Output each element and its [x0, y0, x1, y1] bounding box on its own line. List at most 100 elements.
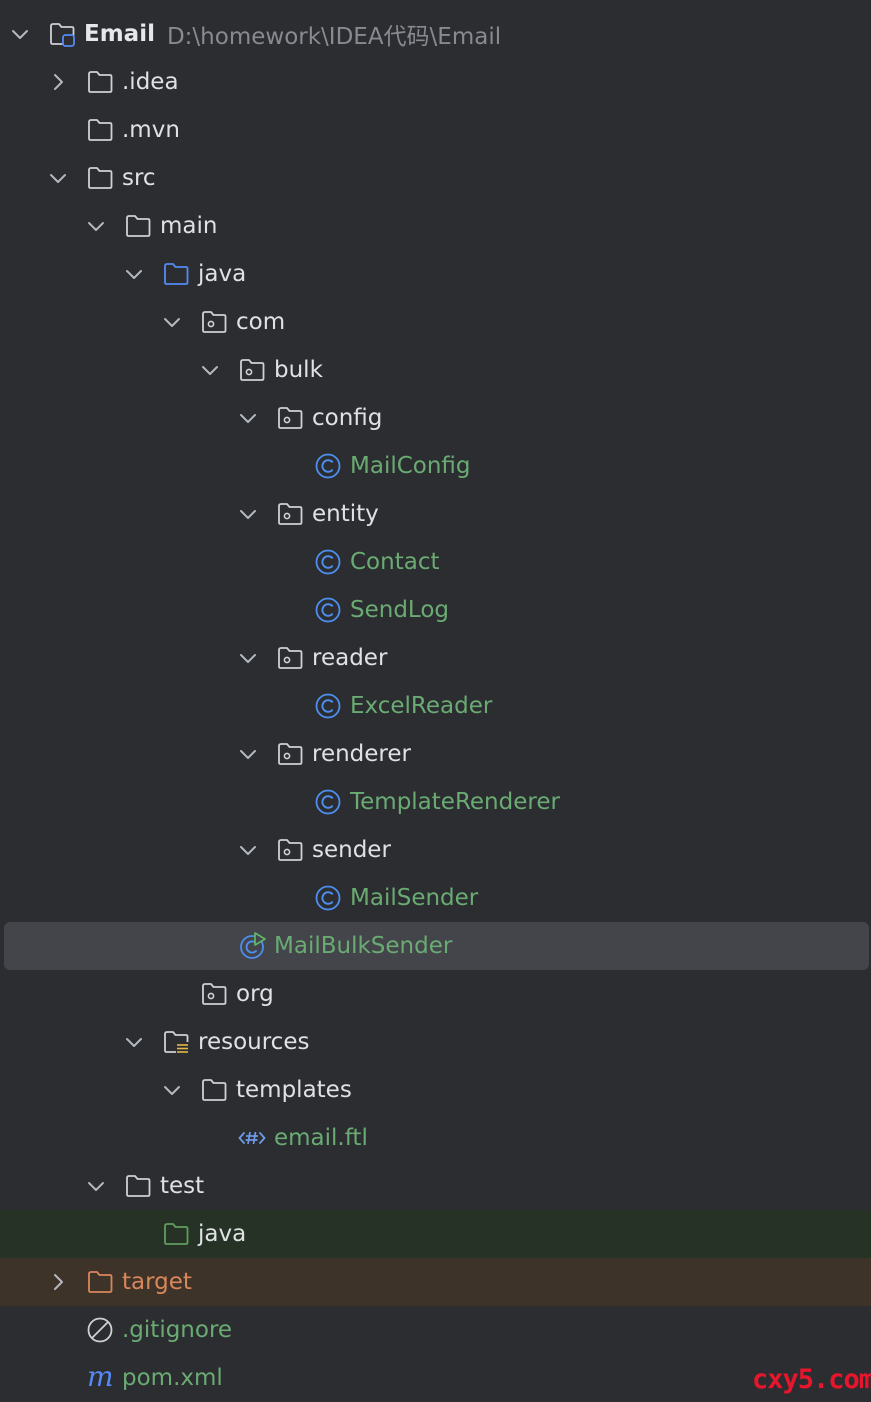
tree-row[interactable]: Email D:\homework\IDEA代码\Email [0, 10, 871, 58]
tree-item-label: Contact [350, 549, 440, 575]
tree-row[interactable]: MailConfig [0, 442, 871, 490]
test-folder-icon [162, 1220, 190, 1248]
chevron-down-icon[interactable] [238, 840, 258, 860]
chevron-spacer [200, 936, 220, 956]
tree-row[interactable]: Contact [0, 538, 871, 586]
tree-row[interactable]: src [0, 154, 871, 202]
tree-item-label: entity [312, 501, 379, 527]
tree-item-label: src [122, 165, 156, 191]
chevron-right-icon[interactable] [48, 72, 68, 92]
tree-row[interactable]: email.ftl [0, 1114, 871, 1162]
chevron-down-icon[interactable] [238, 744, 258, 764]
chevron-down-icon[interactable] [238, 504, 258, 524]
tree-item-label: .idea [122, 69, 179, 95]
chevron-spacer [48, 120, 68, 140]
chevron-down-icon[interactable] [86, 216, 106, 236]
project-path: D:\homework\IDEA代码\Email [166, 24, 502, 50]
chevron-spacer [48, 1368, 68, 1388]
tree-item-label: renderer [312, 741, 411, 767]
chevron-down-icon[interactable] [162, 1080, 182, 1100]
tree-item-label: reader [312, 645, 388, 671]
tree-row[interactable]: bulk [0, 346, 871, 394]
source-folder-icon [162, 260, 190, 288]
tree-row[interactable]: java [0, 1210, 871, 1258]
tree-row[interactable]: .gitignore [0, 1306, 871, 1354]
maven-file-icon: m [86, 1364, 114, 1392]
ftl-file-icon [238, 1124, 266, 1152]
tree-row[interactable]: config [0, 394, 871, 442]
tree-row[interactable]: templates [0, 1066, 871, 1114]
chevron-spacer [276, 696, 296, 716]
tree-item-label: .mvn [122, 117, 180, 143]
tree-row[interactable]: ExcelReader [0, 682, 871, 730]
project-tree: Email D:\homework\IDEA代码\Email .idea .mvn sr… [0, 10, 871, 1402]
package-icon [238, 356, 266, 384]
chevron-down-icon[interactable] [124, 1032, 144, 1052]
tree-row[interactable]: reader [0, 634, 871, 682]
tree-item-label: .gitignore [122, 1317, 233, 1343]
tree-row[interactable]: renderer [0, 730, 871, 778]
class-icon [314, 548, 342, 576]
tree-item-label: SendLog [350, 597, 450, 623]
runnable-class-icon [238, 932, 266, 960]
tree-item-label: resources [198, 1029, 310, 1055]
tree-item-label: pom.xml [122, 1365, 223, 1391]
tree-row[interactable]: target [0, 1258, 871, 1306]
ignored-file-icon [86, 1316, 114, 1344]
chevron-spacer [276, 600, 296, 620]
tree-row[interactable]: main [0, 202, 871, 250]
folder-icon [86, 164, 114, 192]
svg-text:m: m [87, 1364, 114, 1392]
chevron-down-icon[interactable] [124, 264, 144, 284]
tree-item-label: Email [84, 21, 155, 47]
chevron-right-icon[interactable] [48, 1272, 68, 1292]
chevron-down-icon[interactable] [10, 24, 30, 44]
tree-row[interactable]: SendLog [0, 586, 871, 634]
tree-row[interactable]: sender [0, 826, 871, 874]
package-icon [200, 980, 228, 1008]
tree-item-label: test [160, 1173, 205, 1199]
chevron-spacer [276, 792, 296, 812]
tree-item-label: email.ftl [274, 1125, 368, 1151]
package-icon [276, 500, 304, 528]
chevron-down-icon[interactable] [48, 168, 68, 188]
chevron-down-icon[interactable] [162, 312, 182, 332]
chevron-spacer [162, 984, 182, 1004]
package-icon [276, 740, 304, 768]
tree-item-label: templates [236, 1077, 352, 1103]
folder-icon [86, 68, 114, 96]
tree-item-label: java [198, 1221, 247, 1247]
tree-row[interactable]: java [0, 250, 871, 298]
folder-icon [86, 116, 114, 144]
package-icon [276, 644, 304, 672]
tree-row[interactable]: TemplateRenderer [0, 778, 871, 826]
chevron-down-icon[interactable] [86, 1176, 106, 1196]
chevron-down-icon[interactable] [238, 408, 258, 428]
tree-item-label: MailSender [350, 885, 479, 911]
tree-row[interactable]: com [0, 298, 871, 346]
tree-row[interactable]: MailSender [0, 874, 871, 922]
module-folder-icon [48, 20, 76, 48]
tree-row[interactable]: test [0, 1162, 871, 1210]
class-icon [314, 788, 342, 816]
tree-item-label: sender [312, 837, 391, 863]
tree-item-label: java [198, 261, 247, 287]
tree-row[interactable]: org [0, 970, 871, 1018]
tree-row[interactable]: resources [0, 1018, 871, 1066]
tree-row[interactable]: m pom.xml [0, 1354, 871, 1402]
class-icon [314, 884, 342, 912]
folder-icon [200, 1076, 228, 1104]
chevron-down-icon[interactable] [238, 648, 258, 668]
chevron-down-icon[interactable] [200, 360, 220, 380]
tree-row[interactable]: MailBulkSender [0, 922, 871, 970]
chevron-spacer [276, 888, 296, 908]
chevron-spacer [276, 552, 296, 572]
package-icon [200, 308, 228, 336]
chevron-spacer [276, 456, 296, 476]
tree-row[interactable]: .idea [0, 58, 871, 106]
folder-icon [124, 212, 152, 240]
package-icon [276, 404, 304, 432]
tree-row[interactable]: .mvn [0, 106, 871, 154]
tree-row[interactable]: entity [0, 490, 871, 538]
excluded-folder-icon [86, 1268, 114, 1296]
